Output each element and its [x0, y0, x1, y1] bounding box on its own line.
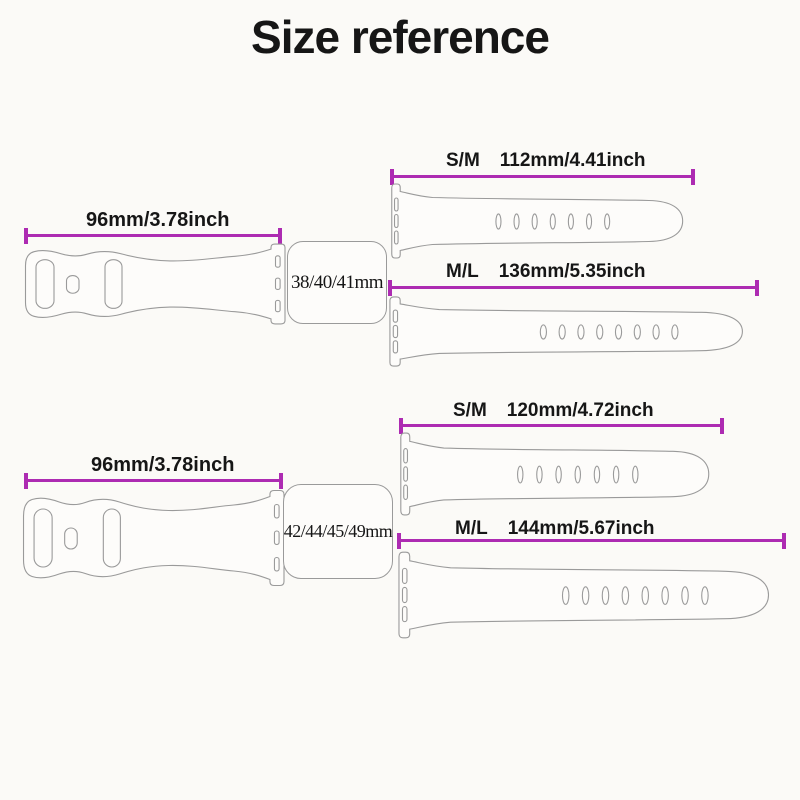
buckle-slot	[34, 509, 52, 567]
strap-drawing-sm	[400, 432, 725, 516]
strap-label: M/L 144mm/5.67inch	[455, 518, 655, 540]
measure-line	[399, 417, 724, 434]
measure-tick	[388, 279, 392, 296]
watch-case-outline: 38/40/41mm	[287, 241, 387, 324]
strap-drawing-ml	[389, 296, 761, 367]
pin-hole	[65, 528, 78, 549]
strap-drawing-ml	[398, 551, 788, 639]
measure-tick	[397, 532, 401, 549]
measure-tick	[782, 532, 786, 549]
measure-tick	[755, 279, 759, 296]
measure-tick	[278, 227, 282, 244]
strap-length: 120mm/4.72inch	[506, 400, 654, 421]
adjustment-holes	[496, 214, 610, 229]
strap-label: M/L 136mm/5.35inch	[446, 261, 646, 283]
measure-tick	[390, 168, 394, 185]
measure-tick	[720, 417, 724, 434]
strap-size: S/M	[453, 400, 487, 421]
page-title: Size reference	[251, 11, 550, 63]
strap-length: 112mm/4.41inch	[499, 150, 646, 171]
strap-size: M/L	[446, 261, 479, 282]
strap-label: S/M 120mm/4.72inch	[453, 400, 654, 422]
measure-line	[390, 168, 695, 185]
case-size-label: 38/40/41mm	[290, 271, 384, 293]
watch-case-outline: 42/44/45/49mm	[283, 484, 393, 579]
buckle-band-drawing	[20, 242, 287, 326]
strap-label: S/M 112mm/4.41inch	[446, 150, 646, 172]
adjustment-holes	[540, 325, 678, 339]
buckle-band-drawing	[18, 488, 286, 588]
measure-line	[24, 472, 283, 489]
measure-line	[24, 227, 282, 244]
adjustment-holes	[562, 587, 708, 605]
buckle-slot	[103, 509, 120, 567]
measure-tick	[399, 417, 403, 434]
pin-hole	[67, 276, 80, 294]
measure-tick	[24, 227, 28, 244]
strap-size: M/L	[455, 518, 488, 539]
measure-tick	[24, 472, 28, 489]
strap-size: S/M	[446, 150, 480, 171]
adjustment-holes	[518, 466, 638, 483]
buckle-band-length-label: 96mm/3.78inch	[91, 454, 235, 476]
strap-length: 144mm/5.67inch	[507, 518, 655, 539]
strap-drawing-sm	[391, 183, 698, 259]
measure-tick	[691, 168, 695, 185]
measure-line	[397, 532, 786, 549]
case-size-label: 42/44/45/49mm	[283, 521, 393, 541]
buckle-slot	[36, 260, 54, 309]
measure-line	[388, 279, 759, 296]
measure-tick	[279, 472, 283, 489]
strap-length: 136mm/5.35inch	[498, 261, 646, 282]
buckle-band-length-label: 96mm/3.78inch	[86, 209, 230, 231]
buckle-slot	[105, 260, 122, 309]
